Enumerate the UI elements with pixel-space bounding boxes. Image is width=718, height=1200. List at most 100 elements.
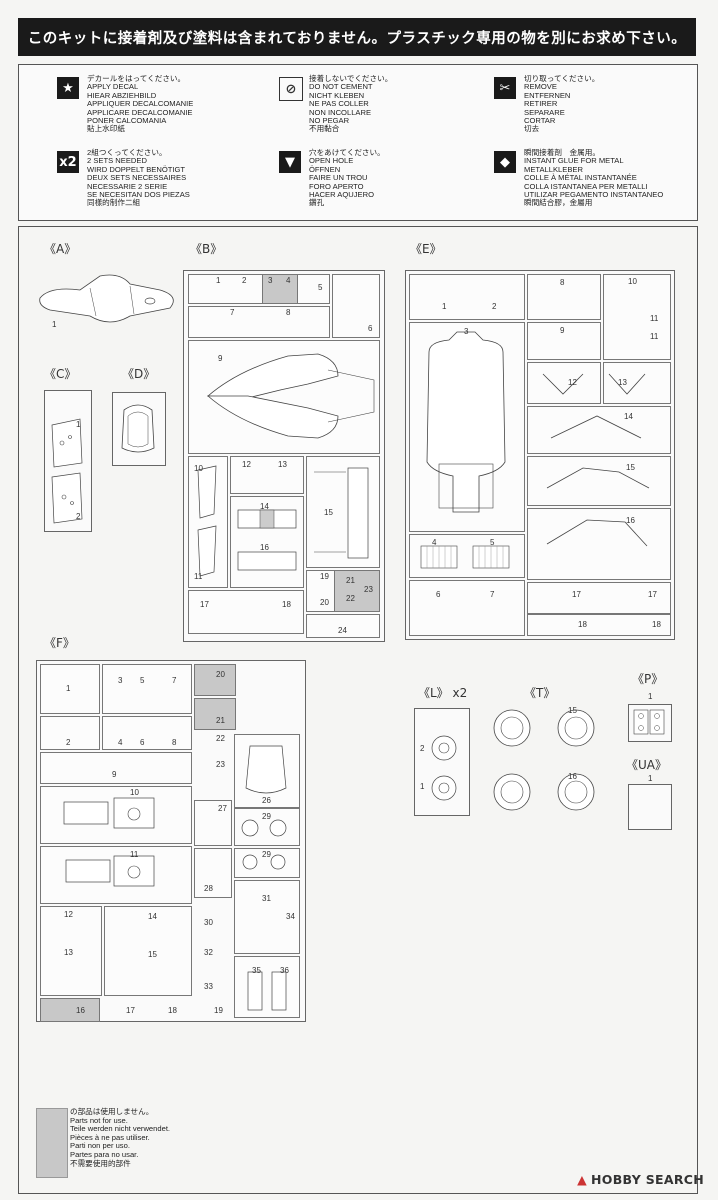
part-number: 31 <box>262 894 271 903</box>
part-a1-nose <box>39 274 174 323</box>
part-number: 10 <box>628 277 637 286</box>
part-number: 4 <box>286 276 291 285</box>
part-b14-16-radiators <box>237 509 297 571</box>
part-c-panels <box>51 418 83 524</box>
part-number: 16 <box>568 772 577 781</box>
part-number: 12 <box>64 910 73 919</box>
e-cell-14 <box>527 406 671 454</box>
part-number: 17 <box>572 590 581 599</box>
part-number: 12 <box>568 378 577 387</box>
f-cell-27 <box>194 800 232 846</box>
part-number: 28 <box>204 884 213 893</box>
part-number: 8 <box>286 308 291 317</box>
part-b9-undertray <box>206 353 375 439</box>
part-number: 2 <box>492 302 497 311</box>
part-f10-11-engine <box>63 797 155 887</box>
f-cell-14-15 <box>104 906 192 996</box>
times-two-icon: x2 <box>57 151 79 173</box>
part-number: 10 <box>130 788 139 797</box>
e-cell-13 <box>603 362 671 404</box>
part-number: 3 <box>464 327 469 336</box>
part-number: 16 <box>626 516 635 525</box>
part-number: 13 <box>278 460 287 469</box>
section-label-e: 《E》 <box>410 242 442 256</box>
part-number: 9 <box>112 770 117 779</box>
e-cell-6-7 <box>409 580 525 636</box>
part-e3-floor <box>426 331 506 513</box>
b-cell-17-18 <box>188 590 304 634</box>
f-cell-12-13 <box>40 906 102 996</box>
section-label-c: 《C》 <box>44 367 77 381</box>
legend-text: デカールをはってください。 APPLY DECAL HIEAR ABZIEHBI… <box>87 74 194 134</box>
part-number: 16 <box>76 1006 85 1015</box>
e-cell-1-2 <box>409 274 525 320</box>
part-number: 29 <box>262 812 271 821</box>
b-cell-19-20 <box>306 570 336 612</box>
part-number: 36 <box>280 966 289 975</box>
part-number: 21 <box>216 716 225 725</box>
part-number: 13 <box>618 378 627 387</box>
b-cell-gray <box>262 274 298 304</box>
part-number: 5 <box>490 538 495 547</box>
part-number: 7 <box>172 676 177 685</box>
part-number: 6 <box>436 590 441 599</box>
legend-instant-glue: ◆ 瞬間接着剤 金属用。 INSTANT GLUE FOR METAL META… <box>494 148 704 219</box>
part-number: 2 <box>420 744 425 753</box>
part-number: 3 <box>268 276 273 285</box>
part-number: 29 <box>262 850 271 859</box>
not-used-swatch <box>36 1108 68 1178</box>
section-label-f: 《F》 <box>44 636 75 650</box>
legend-open-hole: ▼ 穴をあけてください。 OPEN HOLE ÖFFNEN FAIRE UN T… <box>279 148 489 219</box>
no-cement-icon: ⊘ <box>279 77 303 101</box>
part-number: 23 <box>364 585 373 594</box>
part-number: 6 <box>140 738 145 747</box>
part-number: 2 <box>242 276 247 285</box>
part-l-wheel-rims <box>431 735 457 801</box>
part-number: 15 <box>148 950 157 959</box>
part-number: 5 <box>140 676 145 685</box>
f-cell-1 <box>40 664 100 714</box>
part-number: 33 <box>204 982 213 991</box>
part-number: 24 <box>338 626 347 635</box>
legend-apply-decal: ★ デカールをはってください。 APPLY DECAL HIEAR ABZIEH… <box>57 74 267 145</box>
part-number: 15 <box>568 706 577 715</box>
legend-text: 瞬間接着剤 金属用。 INSTANT GLUE FOR METAL METALL… <box>524 148 664 208</box>
part-t-tires <box>493 709 595 811</box>
e-cell-10-11 <box>603 274 671 360</box>
part-number: 1 <box>52 320 57 329</box>
not-used-text: の部品は使用しません。 Parts not for use. Teile wer… <box>70 1107 171 1168</box>
part-number: 1 <box>420 782 425 791</box>
part-number: 17 <box>200 600 209 609</box>
b-cell-6 <box>332 274 380 338</box>
part-e4-5-grilles <box>420 545 510 569</box>
part-number: 11 <box>650 314 659 323</box>
section-label-a: 《A》 <box>44 242 77 256</box>
f-cell-21 <box>194 698 236 730</box>
f-cell-2 <box>40 716 100 750</box>
part-number: 18 <box>282 600 291 609</box>
part-number: 22 <box>216 734 225 743</box>
part-f29-wheels <box>241 819 287 870</box>
part-b15-wing <box>314 467 369 559</box>
part-number: 35 <box>252 966 261 975</box>
part-number: 1 <box>76 420 81 429</box>
part-number: 34 <box>286 912 295 921</box>
watermark-text: HOBBY SEARCH <box>591 1172 704 1187</box>
part-number: 9 <box>560 326 565 335</box>
part-number: 8 <box>172 738 177 747</box>
sprue-ua <box>628 784 672 830</box>
part-number: 14 <box>260 502 269 511</box>
part-number: 20 <box>320 598 329 607</box>
b-cell-12-13 <box>230 456 304 494</box>
part-number: 14 <box>624 412 633 421</box>
legend-two-sets: x2 2組つくってください。 2 SETS NEEDED WIRD DOPPEL… <box>57 148 267 219</box>
part-number: 18 <box>168 1006 177 1015</box>
part-number: 16 <box>260 543 269 552</box>
legend-text: 切り取ってください。 REMOVE ENTFERNEN RETIRER SEPA… <box>524 74 600 134</box>
f-cell-9 <box>40 752 192 784</box>
cut-icon: ✂ <box>494 77 516 99</box>
part-number: 6 <box>368 324 373 333</box>
part-number: 12 <box>242 460 251 469</box>
f-cell-35-36 <box>234 956 300 1018</box>
part-number: 27 <box>218 804 227 813</box>
